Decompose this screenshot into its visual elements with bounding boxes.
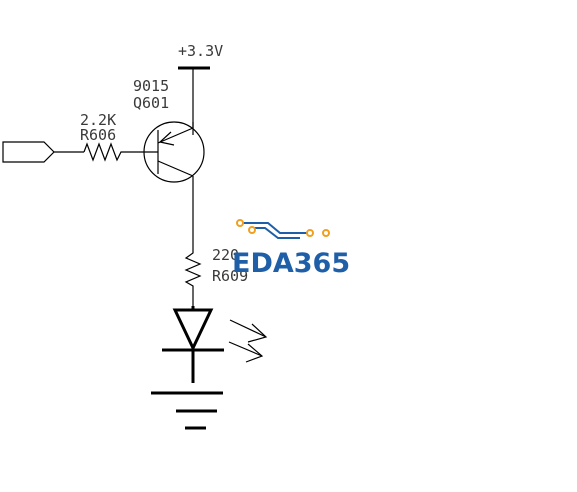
ground-symbol: [151, 391, 223, 430]
base-resistor: [83, 142, 128, 162]
power-label: +3.3V: [178, 42, 223, 60]
pnp-transistor: [128, 121, 205, 250]
eda365-watermark: EDA365: [232, 219, 350, 279]
led-resistor: [184, 250, 202, 306]
led-resistor-value: 220: [212, 246, 239, 264]
led-resistor-ref: R609: [212, 267, 248, 285]
light-emission-arrows: [228, 319, 268, 363]
transistor-part-label: 9015: [133, 77, 169, 95]
led-diode: [162, 306, 224, 383]
base-resistor-value: 2.2K: [80, 111, 116, 129]
watermark-text: EDA365: [232, 248, 350, 279]
transistor-ref-label: Q601: [133, 94, 169, 112]
power-symbol: [178, 66, 210, 135]
input-port: [2, 141, 84, 163]
base-resistor-ref: R606: [80, 126, 116, 144]
pcb-trace-icon: [236, 219, 330, 239]
